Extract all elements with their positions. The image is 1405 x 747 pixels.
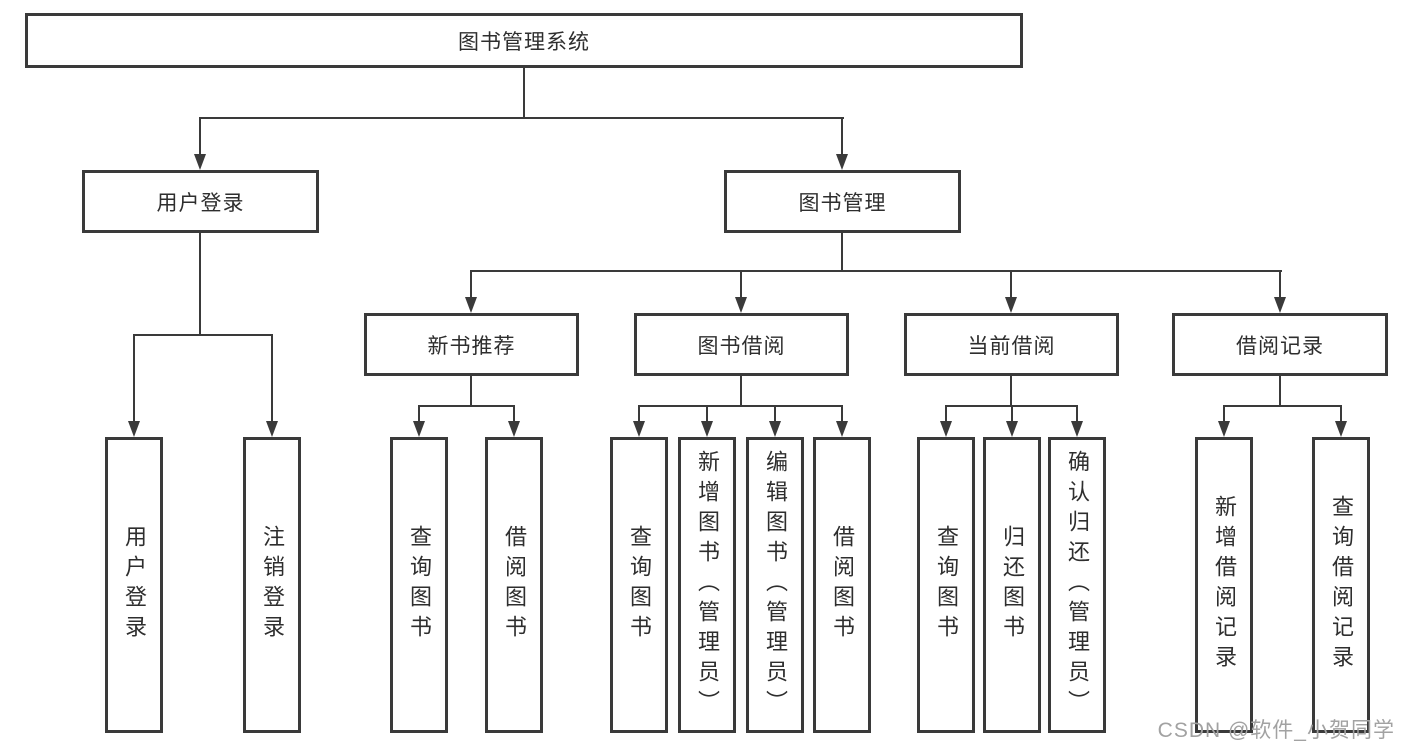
connector-arrow-line	[470, 270, 472, 298]
connector-arrow-line	[133, 334, 135, 422]
node-label: 当前借阅	[967, 334, 1056, 358]
leaf-user-login: 用户登录	[105, 437, 163, 733]
node-label: 查询图书	[934, 525, 959, 645]
connector-arrow-line	[1279, 270, 1281, 298]
connector-borrow-rail	[638, 405, 843, 407]
leaf-borrow-lend-books: 借阅图书	[813, 437, 871, 733]
node-label: 编辑图书（管理员）	[763, 450, 788, 720]
node-label: 借阅记录	[1236, 334, 1324, 358]
arrowhead-icon	[1005, 297, 1017, 313]
connector-recommend-stem	[470, 376, 472, 406]
leaf-borrow-query-books: 查询图书	[610, 437, 668, 733]
leaf-recommend-borrow-books: 借阅图书	[485, 437, 543, 733]
leaf-records-query-record: 查询借阅记录	[1312, 437, 1370, 733]
leaf-current-query-books: 查询图书	[917, 437, 975, 733]
connector-arrow-line	[1223, 405, 1225, 423]
arrowhead-icon	[701, 421, 713, 437]
leaf-records-add-record: 新增借阅记录	[1195, 437, 1253, 733]
node-label: 用户登录	[156, 191, 245, 215]
node-label: 新增图书（管理员）	[695, 450, 720, 720]
arrowhead-icon	[633, 421, 645, 437]
node-label: 查询图书	[407, 525, 432, 645]
arrowhead-icon	[1071, 421, 1083, 437]
arrowhead-icon	[413, 421, 425, 437]
connector-book-management-stem	[841, 233, 843, 271]
node-label: 查询图书	[627, 525, 652, 645]
connector-root-stem	[523, 68, 525, 118]
connector-arrow-line	[841, 405, 843, 423]
leaf-current-return-books: 归还图书	[983, 437, 1041, 733]
node-current-borrow: 当前借阅	[904, 313, 1119, 376]
arrowhead-icon	[940, 421, 952, 437]
node-label: 查询借阅记录	[1329, 495, 1354, 675]
arrowhead-icon	[508, 421, 520, 437]
connector-records-stem	[1279, 376, 1281, 406]
connector-arrow-line	[638, 405, 640, 423]
arrowhead-icon	[735, 297, 747, 313]
connector-arrow-line	[199, 117, 201, 157]
connector-current-stem	[1010, 376, 1012, 406]
connector-arrow-line	[740, 270, 742, 298]
connector-arrow-line	[841, 117, 843, 157]
node-library-management-system: 图书管理系统	[25, 13, 1023, 68]
node-user-login: 用户登录	[82, 170, 319, 233]
node-book-borrow: 图书借阅	[634, 313, 849, 376]
arrowhead-icon	[1218, 421, 1230, 437]
connector-recommend-rail	[418, 405, 515, 407]
leaf-borrow-add-books-admin: 新增图书（管理员）	[678, 437, 736, 733]
arrowhead-icon	[128, 421, 140, 437]
arrowhead-icon	[194, 154, 206, 170]
node-label: 新书推荐	[427, 334, 516, 358]
node-label: 图书管理系统	[458, 30, 590, 54]
arrowhead-icon	[1274, 297, 1286, 313]
leaf-current-confirm-return-admin: 确认归还（管理员）	[1048, 437, 1106, 733]
node-label: 图书管理	[798, 191, 887, 215]
connector-arrow-line	[271, 334, 273, 422]
node-book-management: 图书管理	[724, 170, 961, 233]
arrowhead-icon	[465, 297, 477, 313]
leaf-recommend-query-books: 查询图书	[390, 437, 448, 733]
node-label: 注销登录	[260, 525, 285, 645]
connector-level1-rail	[199, 117, 844, 119]
connector-arrow-line	[1340, 405, 1342, 423]
node-new-book-recommend: 新书推荐	[364, 313, 579, 376]
arrowhead-icon	[836, 154, 848, 170]
leaf-logout: 注销登录	[243, 437, 301, 733]
connector-arrow-line	[1010, 270, 1012, 298]
connector-arrow-line	[1076, 405, 1078, 423]
node-label: 用户登录	[122, 525, 147, 645]
connector-records-rail	[1223, 405, 1342, 407]
connector-user-login-rail	[133, 334, 273, 336]
watermark: CSDN @软件_小贺同学	[1157, 719, 1395, 742]
arrowhead-icon	[769, 421, 781, 437]
connector-arrow-line	[418, 405, 420, 423]
node-label: 借阅图书	[830, 525, 855, 645]
connector-arrow-line	[1011, 405, 1013, 423]
arrowhead-icon	[836, 421, 848, 437]
connector-level2-rail	[470, 270, 1282, 272]
connector-arrow-line	[945, 405, 947, 423]
connector-arrow-line	[774, 405, 776, 423]
node-label: 确认归还（管理员）	[1065, 450, 1090, 720]
node-label: 归还图书	[1000, 525, 1025, 645]
connector-user-login-stem	[199, 233, 201, 335]
node-borrow-records: 借阅记录	[1172, 313, 1388, 376]
arrowhead-icon	[1006, 421, 1018, 437]
arrowhead-icon	[266, 421, 278, 437]
leaf-borrow-edit-books-admin: 编辑图书（管理员）	[746, 437, 804, 733]
connector-arrow-line	[513, 405, 515, 423]
connector-borrow-stem	[740, 376, 742, 406]
connector-arrow-line	[706, 405, 708, 423]
node-label: 图书借阅	[697, 334, 786, 358]
arrowhead-icon	[1335, 421, 1347, 437]
node-label: 借阅图书	[502, 525, 527, 645]
node-label: 新增借阅记录	[1212, 495, 1237, 675]
